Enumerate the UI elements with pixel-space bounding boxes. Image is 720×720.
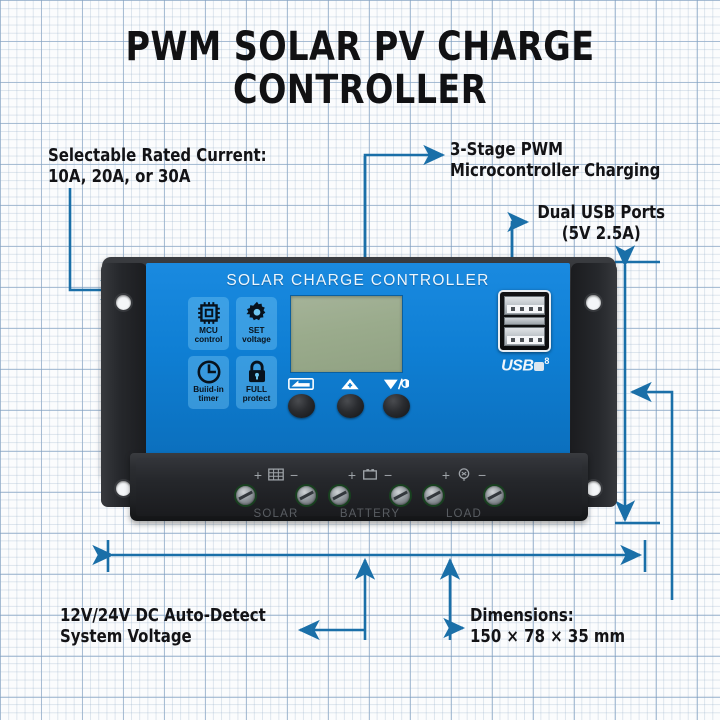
callout-dimensions: Dimensions: 150 × 78 × 35 mm <box>470 606 626 648</box>
terminal-plus: + <box>441 466 450 483</box>
screw-terminal[interactable] <box>234 484 257 507</box>
down-arrow-light-icon <box>383 378 409 390</box>
screw-terminal[interactable] <box>389 484 412 507</box>
bulb-icon <box>458 468 470 481</box>
terminal-label: LOAD <box>445 508 483 520</box>
terminal-symbols: + − <box>422 466 506 483</box>
terminal-symbols: + − <box>234 466 318 483</box>
screw-terminal[interactable] <box>295 484 318 507</box>
usb-tongue <box>507 336 544 344</box>
usb-port-housing[interactable] <box>498 290 551 352</box>
title-line-2: CONTROLLER <box>232 67 488 114</box>
badge-full-protect: FULL protect <box>236 356 277 409</box>
usb-chip-icon <box>534 362 545 372</box>
terminal-group-battery: + − BATTERY <box>328 466 412 520</box>
screw-terminal[interactable] <box>328 484 351 507</box>
badge-builtin-timer: Buiid-in timer <box>188 356 229 409</box>
usb-divider <box>504 317 545 325</box>
badge-label: Buiid-in timer <box>193 385 224 403</box>
mounting-hole-icon <box>586 481 601 496</box>
terminal-label: BATTERY <box>339 508 401 520</box>
mounting-hole-icon <box>586 295 601 310</box>
usb-port-lower[interactable] <box>504 327 545 346</box>
screw-terminal[interactable] <box>483 484 506 507</box>
usb-port-block: USB 8 <box>494 290 556 386</box>
terminal-minus: − <box>290 466 299 483</box>
mounting-hole-icon <box>116 295 131 310</box>
terminal-base: + − SOLAR + <box>130 453 588 521</box>
usb-superscript: 8 <box>544 356 549 366</box>
mounting-hole-icon <box>116 481 131 496</box>
page-title: PWM SOLAR PV CHARGE CONTROLLER <box>25 24 695 114</box>
solar-panel-icon <box>268 468 284 481</box>
charge-controller-device: SOLAR CHARGE CONTROLLER MCU control <box>101 257 617 523</box>
terminal-screws <box>234 484 318 507</box>
usb-logo-text: USB <box>501 357 534 375</box>
device-faceplate: SOLAR CHARGE CONTROLLER MCU control <box>146 263 570 457</box>
usb-port-upper[interactable] <box>504 296 545 315</box>
device-brand-text: SOLAR CHARGE CONTROLLER <box>226 272 490 289</box>
badge-label: MCU control <box>194 326 223 344</box>
callout-rated-current: Selectable Rated Current: 10A, 20A, or 3… <box>48 146 267 188</box>
terminal-label: SOLAR <box>253 508 299 520</box>
terminal-screws <box>328 484 412 507</box>
leader-dimensions-to-height <box>629 381 674 600</box>
lock-icon <box>248 360 265 383</box>
terminal-base-lip <box>136 458 582 516</box>
usb-tongue <box>507 305 544 313</box>
battery-icon <box>363 469 377 480</box>
button-row <box>286 377 411 427</box>
gear-icon <box>245 301 265 321</box>
menu-back-icon <box>288 378 314 390</box>
terminal-minus: − <box>384 466 393 483</box>
title-line-1: PWM SOLAR PV CHARGE <box>125 24 595 70</box>
down-button[interactable] <box>383 394 410 418</box>
callout-system-voltage: 12V/24V DC Auto-Detect System Voltage <box>60 606 266 648</box>
clock-icon <box>197 360 220 384</box>
terminal-symbols: + − <box>328 466 412 483</box>
terminal-minus: − <box>478 466 487 483</box>
mounting-flange-left <box>101 263 147 507</box>
terminal-group-solar: + − SOLAR <box>234 466 318 520</box>
callout-usb-ports: Dual USB Ports (5V 2.5A) <box>537 203 666 245</box>
badge-set-voltage: SET voltage <box>236 297 277 350</box>
lcd-display <box>290 295 403 373</box>
terminal-screws <box>422 484 506 507</box>
up-arrow-icon <box>341 378 359 390</box>
badge-label: FULL protect <box>242 385 271 403</box>
menu-button[interactable] <box>288 394 315 418</box>
feature-badge-group: MCU control SET voltage Buiid-in timer <box>188 297 278 409</box>
terminal-plus: + <box>347 466 356 483</box>
badge-mcu-control: MCU control <box>188 297 229 350</box>
callout-pwm-stage: 3-Stage PWM Microcontroller Charging <box>450 140 661 182</box>
terminal-group-load: + − LOAD <box>422 466 506 520</box>
up-button[interactable] <box>337 394 364 418</box>
badge-label: SET voltage <box>242 326 271 344</box>
chip-icon <box>197 302 220 324</box>
screw-terminal[interactable] <box>422 484 445 507</box>
usb-logo-label: USB 8 <box>494 356 556 375</box>
terminal-plus: + <box>253 466 262 483</box>
